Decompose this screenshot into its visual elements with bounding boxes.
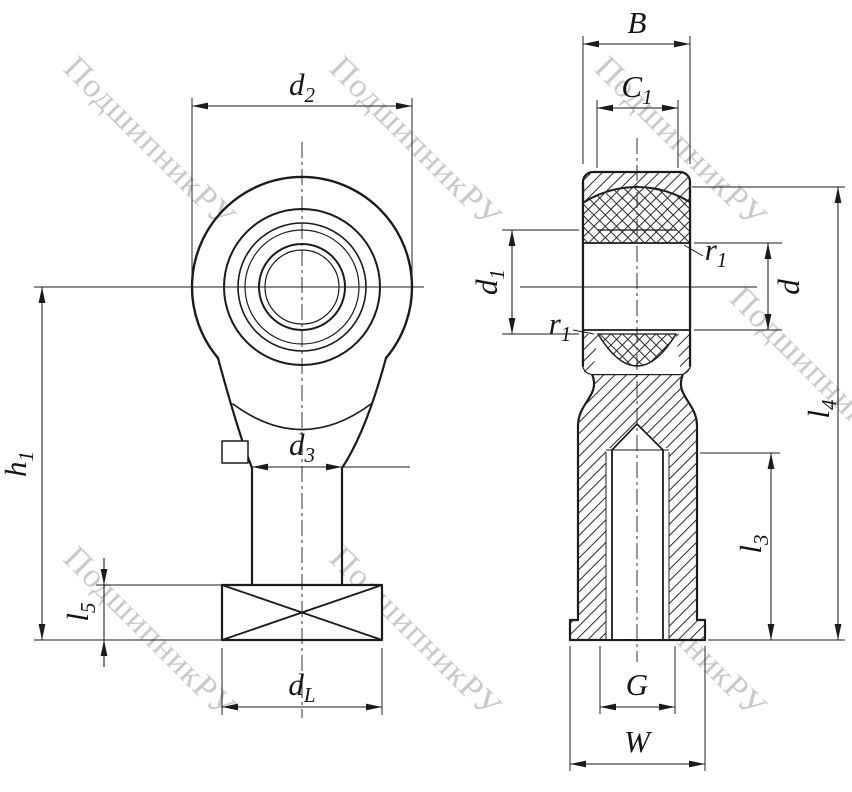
dim-label-W: W bbox=[624, 724, 653, 759]
dimension-C1: C1 bbox=[596, 69, 679, 168]
ball-top-crosshatch bbox=[583, 187, 690, 243]
thread-channel bbox=[606, 423, 669, 639]
watermark-layer: ПодшипникРУ ПодшипникРУ ПодшипникРУ Подш… bbox=[56, 49, 852, 725]
dimension-h1: h1 bbox=[0, 287, 222, 641]
housing-corner-hatch-left bbox=[583, 334, 598, 374]
dim-label-d1: d1 bbox=[469, 269, 509, 295]
dim-label-h1: h1 bbox=[0, 451, 38, 477]
dimension-l4: l4 bbox=[692, 186, 845, 641]
dimension-G: G bbox=[599, 646, 676, 714]
watermark-text: ПодшипникРУ bbox=[322, 49, 508, 235]
dim-label-B: B bbox=[628, 5, 647, 40]
dim-label-l4: l4 bbox=[801, 399, 841, 419]
watermark-text: ПодшипникРУ bbox=[56, 539, 242, 725]
dim-label-l3: l3 bbox=[733, 534, 773, 553]
dimension-l3: l3 bbox=[700, 452, 780, 640]
dimension-l5: l5 bbox=[60, 558, 222, 667]
watermark-text: ПодшипникРУ bbox=[56, 49, 242, 235]
watermark-text: ПодшипникРУ bbox=[722, 279, 852, 465]
dim-label-d: d bbox=[771, 279, 806, 295]
dimension-d: d bbox=[694, 242, 806, 331]
dimension-d2: d2 bbox=[191, 67, 413, 280]
dim-label-C1: C1 bbox=[621, 69, 652, 109]
dim-label-r1-top: r1 bbox=[705, 232, 728, 272]
head-chin-arc bbox=[232, 403, 372, 431]
dim-label-G: G bbox=[626, 667, 648, 702]
dim-label-l5: l5 bbox=[60, 602, 100, 621]
housing-corner-hatch-right bbox=[676, 334, 690, 374]
dimension-dL: dL bbox=[221, 648, 383, 715]
dimension-d3: d3 bbox=[252, 427, 410, 471]
bore-band bbox=[582, 244, 691, 329]
dim-label-d3: d3 bbox=[289, 427, 315, 467]
dim-label-d2: d2 bbox=[289, 67, 316, 107]
dimension-W: W bbox=[569, 646, 706, 771]
section-shank bbox=[568, 372, 707, 642]
section-view: B C1 d1 d r1 r1 bbox=[469, 5, 845, 771]
dim-label-dL: dL bbox=[288, 667, 315, 707]
dim-label-r1-bottom: r1 bbox=[549, 306, 572, 346]
grease-fitting bbox=[221, 440, 249, 464]
neck-left bbox=[216, 356, 254, 587]
neck-right bbox=[340, 356, 388, 587]
dimension-B: B bbox=[582, 5, 691, 164]
dimension-d1: d1 bbox=[469, 229, 579, 335]
front-view: d2 h1 l5 d3 dL bbox=[0, 67, 424, 718]
dimension-r1-bottom: r1 bbox=[549, 306, 595, 346]
dimension-r1-top: r1 bbox=[683, 232, 728, 272]
